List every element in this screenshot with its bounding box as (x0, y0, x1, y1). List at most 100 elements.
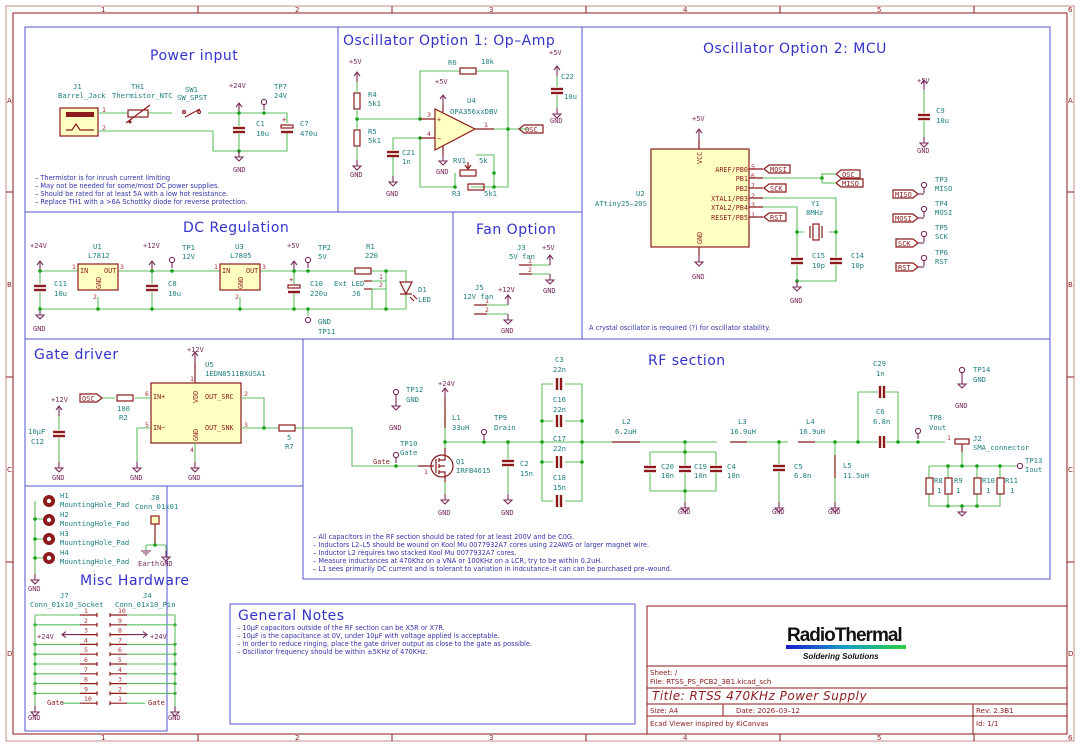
j1-value: Barrel_Jack (58, 91, 106, 100)
res-r8[interactable]: R81 (925, 476, 943, 495)
j7-pin-row: 7 (33, 666, 98, 676)
connector-j6[interactable]: 12 Ext LED J6 (334, 273, 383, 298)
res-r9[interactable]: R91 (944, 476, 963, 495)
j7-value: Conn_01x10_Socket (30, 600, 104, 609)
svg-text:+: + (289, 276, 293, 284)
net-label-miso[interactable]: MISO (822, 178, 864, 188)
l4-value: 16.9uH (799, 427, 825, 436)
net-label-osc[interactable]: OSC (79, 393, 103, 403)
opamp-u4[interactable]: 341 +− U4 OPA356xxDBV (420, 96, 498, 155)
svg-text:3: 3 (244, 421, 248, 429)
cap-c5[interactable]: C56.8n (771, 462, 811, 480)
net-label-rst[interactable]: RST (763, 212, 787, 222)
tp2-ref: TP2 (318, 243, 331, 252)
label-text: MISO (842, 180, 859, 188)
net-label-osc[interactable]: OSC (822, 169, 861, 179)
c20-value: 10n (661, 471, 674, 480)
tp13-value: Iout (1025, 465, 1042, 474)
mcu-u2[interactable]: U2 ATtiny25–20S AREF/PB0 PB1 PB2 XTAL1/P… (595, 148, 763, 248)
connector-j5[interactable]: 12 J5 12V fan (463, 283, 508, 315)
general-notes-block (229, 603, 636, 725)
net-label-sck[interactable]: SCK (763, 183, 787, 193)
res-r7[interactable]: 5R7 (278, 424, 296, 451)
barrel-jack-j1[interactable]: J1 Barrel_Jack 12 (58, 82, 106, 137)
logo-text: RadioThermal (787, 625, 902, 646)
inductor-l2[interactable]: L26.2uH (612, 417, 640, 443)
pin-name: GND (696, 232, 704, 244)
pin-number: 9 (118, 617, 122, 625)
cap-c6[interactable]: C66.8n (873, 407, 890, 450)
switch-sw1[interactable]: SW1 SW_SPST (177, 85, 208, 118)
thermistor-th1[interactable]: TH1 Thermistor_NTC (112, 82, 173, 124)
gnd-symbol: GND (160, 550, 173, 568)
connector-j3[interactable]: 12 J3 5V fan (509, 243, 550, 275)
net-label-mosi[interactable]: MOSI (763, 164, 791, 174)
row-label: D (1068, 650, 1073, 658)
j7-pin-row: 9 (33, 685, 98, 696)
net-label-osc[interactable]: OSC (518, 124, 544, 134)
